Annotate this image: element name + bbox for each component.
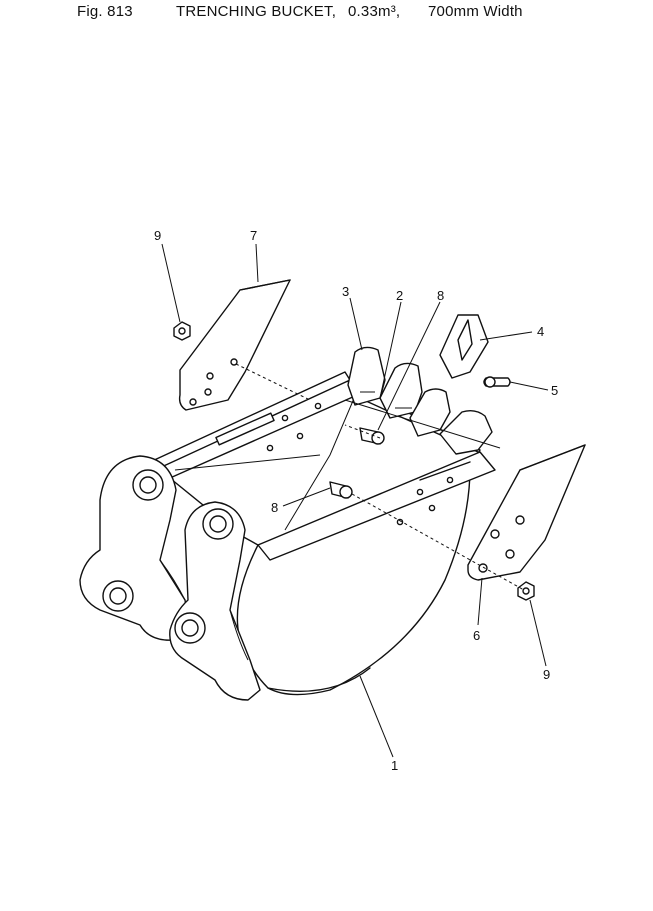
callout-8-upper: 8 <box>437 288 444 303</box>
figure-title: TRENCHING BUCKET, <box>176 3 337 20</box>
side-cutter-left <box>178 279 291 411</box>
lock-pin-part <box>483 376 511 388</box>
bucket-body <box>149 371 496 696</box>
assembly-line-left-cutter <box>235 363 311 401</box>
figure-capacity: 0.33m³, <box>348 3 401 20</box>
callout-9-right: 9 <box>543 667 550 682</box>
callout-6: 6 <box>473 628 480 643</box>
figure-width: 700mm Width <box>428 3 523 20</box>
nut-right <box>517 581 535 601</box>
tooth-point-part <box>439 314 489 379</box>
assembly-line-upper-bolt <box>344 424 381 439</box>
nut-left <box>173 321 191 341</box>
figure-header: Fig. 813 TRENCHING BUCKET, 0.33m³, 700mm… <box>0 0 653 26</box>
bolt-lower <box>329 481 353 499</box>
mounting-brackets <box>79 455 261 701</box>
callout-8-lower: 8 <box>271 500 278 515</box>
assembly-line-right-cutter <box>351 493 525 591</box>
callout-3: 3 <box>342 284 349 299</box>
callout-7: 7 <box>250 228 257 243</box>
callout-2: 2 <box>396 288 403 303</box>
bolt-upper <box>359 427 385 445</box>
side-cutter-right <box>467 444 586 581</box>
figure-number: Fig. 813 <box>77 3 133 20</box>
callout-9-left: 9 <box>154 228 161 243</box>
callout-1: 1 <box>391 758 398 773</box>
leader-lines <box>161 243 549 758</box>
callout-4: 4 <box>537 324 544 339</box>
callout-5: 5 <box>551 383 558 398</box>
callout-labels: 9 7 3 2 8 4 5 8 6 9 1 <box>154 228 558 773</box>
